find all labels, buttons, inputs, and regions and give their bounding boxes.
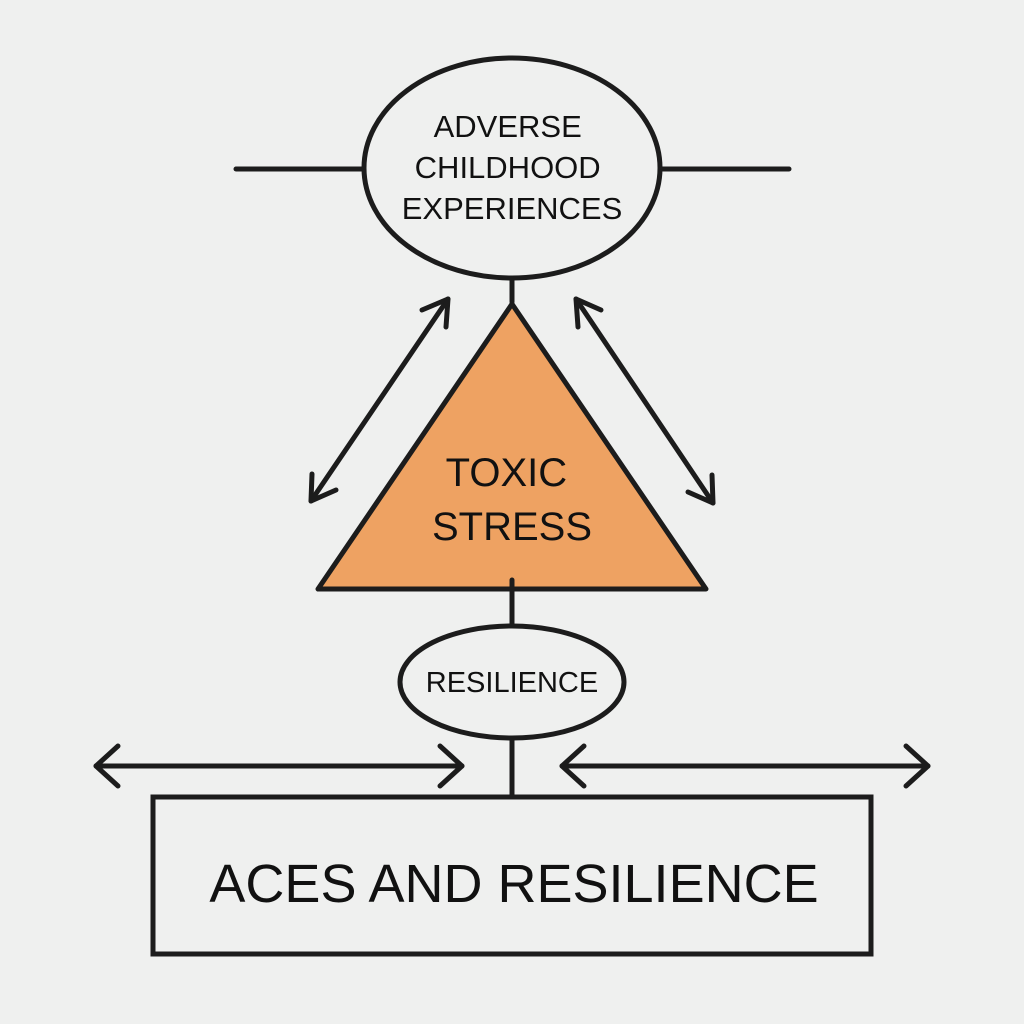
left-double-arrow [308, 296, 451, 504]
aces-label: ADVERSE CHILDHOOD EXPERIENCES [402, 109, 623, 226]
toxic-stress-line1: TOXIC [446, 451, 568, 495]
right-double-arrow [573, 296, 716, 506]
toxic-stress-line2: STRESS [432, 505, 592, 549]
aces-label-line1: ADVERSE [434, 109, 582, 144]
aces-and-resilience-box [150, 794, 874, 957]
resilience-label: RESILIENCE [426, 667, 598, 699]
toxic-stress-label: TOXIC STRESS [432, 451, 592, 549]
right-horizontal-double-arrow [559, 743, 931, 789]
aces-label-line2: CHILDHOOD [415, 150, 601, 185]
left-horizontal-double-arrow [93, 743, 465, 789]
aces-label-line3: EXPERIENCES [402, 191, 623, 226]
aces-and-resilience-label: ACES AND RESILIENCE [209, 854, 818, 914]
